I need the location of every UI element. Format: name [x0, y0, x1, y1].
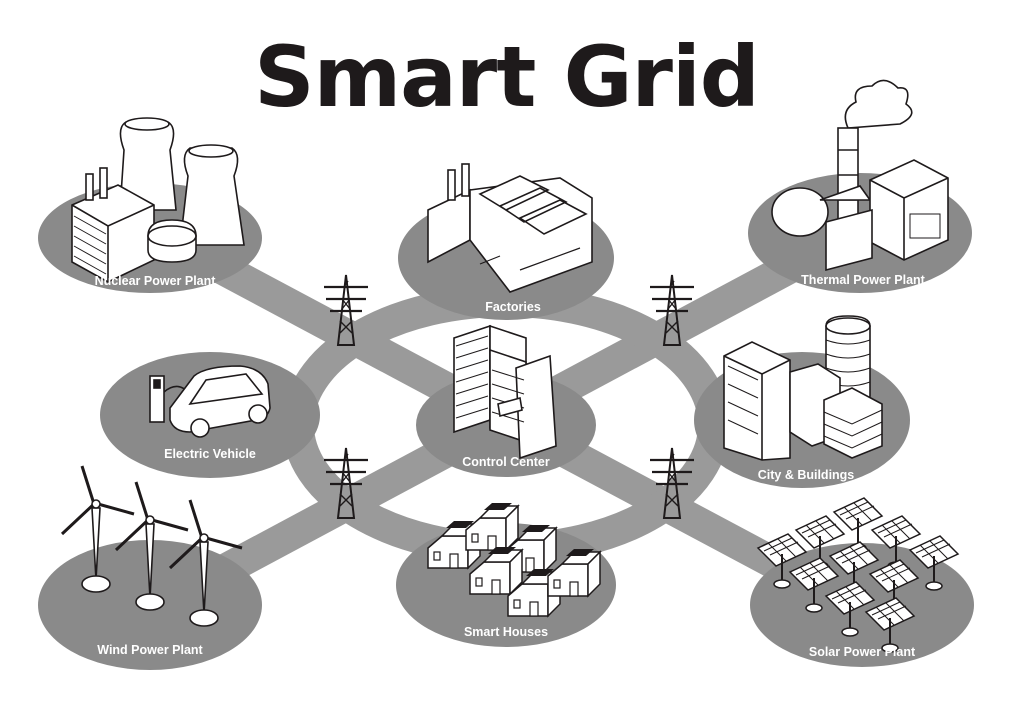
node-label-factories: Factories [485, 300, 541, 314]
node-labels: Nuclear Power Plant Factories Thermal Po… [95, 273, 926, 659]
node-label-solar-power-plant: Solar Power Plant [809, 645, 916, 659]
diagram-title: Smart Grid [254, 28, 760, 126]
node-label-electric-vehicle: Electric Vehicle [164, 447, 256, 461]
node-label-smart-houses: Smart Houses [464, 625, 548, 639]
node-label-thermal-power-plant: Thermal Power Plant [801, 273, 925, 287]
wind-turbine-icon [60, 465, 243, 627]
smokestack-icon [771, 79, 949, 272]
node-label-city-buildings: City & Buildings [758, 468, 855, 482]
node-label-wind-power-plant: Wind Power Plant [97, 643, 203, 657]
factory-icon [427, 163, 593, 293]
cooling-towers-icon [71, 117, 245, 283]
server-rack-icon [453, 324, 557, 460]
node-label-control-center: Control Center [462, 455, 550, 469]
car-charging-icon [149, 365, 271, 438]
node-label-nuclear-power-plant: Nuclear Power Plant [95, 274, 217, 288]
buildings-icon [723, 315, 883, 461]
